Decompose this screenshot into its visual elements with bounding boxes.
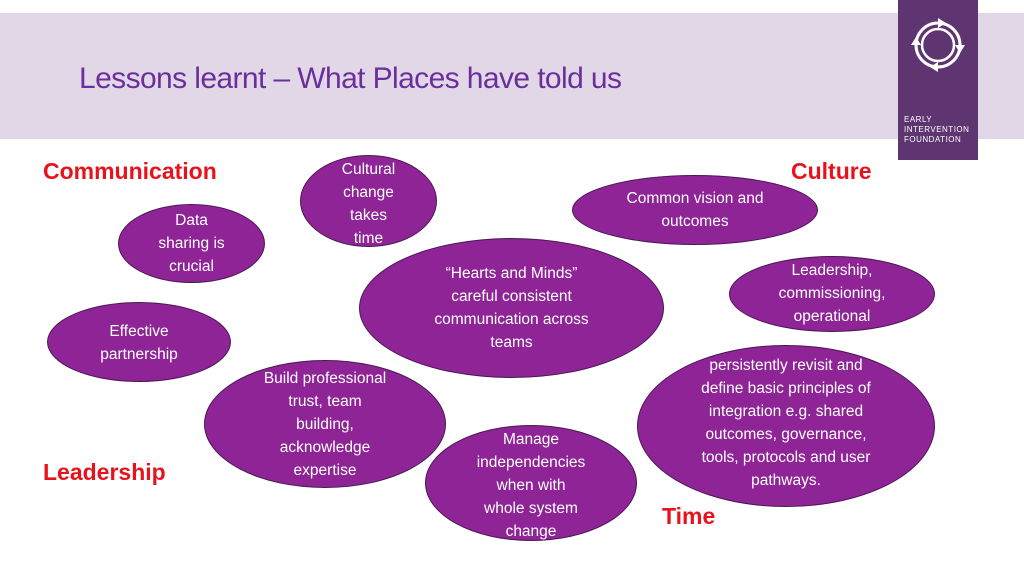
header-band bbox=[0, 13, 1024, 139]
category-time: Time bbox=[662, 503, 716, 529]
logo-line-foundation: FOUNDATION bbox=[904, 135, 962, 144]
bubble-cultural-change: Cultural change takes time bbox=[300, 155, 437, 247]
bubble-hearts-minds-text: “Hearts and Minds” careful consistent co… bbox=[434, 265, 589, 351]
bubble-persistently-revisit: persistently revisit and define basic pr… bbox=[637, 345, 935, 507]
bubble-manage-independencies: Manage independencies when with whole sy… bbox=[425, 425, 637, 541]
bubble-common-vision: Common vision and outcomes bbox=[572, 175, 818, 245]
logo-line-early: EARLY bbox=[904, 115, 933, 124]
circular-arrows-icon bbox=[911, 18, 965, 72]
bubble-data-sharing: Data sharing is crucial bbox=[118, 204, 265, 283]
category-leadership: Leadership bbox=[43, 459, 166, 485]
category-communication: Communication bbox=[43, 158, 217, 184]
bubble-persistently-revisit-text: persistently revisit and define basic pr… bbox=[701, 357, 871, 489]
bubble-common-vision-text: Common vision and outcomes bbox=[626, 190, 764, 230]
bubble-build-trust: Build professional trust, team building,… bbox=[204, 360, 446, 488]
bubble-manage-independencies-text: Manage independencies when with whole sy… bbox=[476, 431, 586, 540]
bubble-effective-partnership-text: Effective partnership bbox=[100, 323, 178, 363]
bubble-hearts-minds: “Hearts and Minds” careful consistent co… bbox=[359, 238, 664, 378]
bubble-cultural-change-text: Cultural change takes time bbox=[341, 161, 396, 247]
category-culture: Culture bbox=[791, 158, 872, 184]
bubble-leadership-levels: Leadership, commissioning, operational bbox=[729, 256, 935, 332]
eif-logo: EARLY INTERVENTION FOUNDATION bbox=[898, 0, 978, 160]
slide-title: Lessons learnt – What Places have told u… bbox=[79, 62, 622, 95]
bubble-data-sharing-text: Data sharing is crucial bbox=[158, 212, 225, 275]
logo-line-intervention: INTERVENTION bbox=[904, 125, 970, 134]
bubble-leadership-levels-text: Leadership, commissioning, operational bbox=[778, 262, 886, 325]
bubble-build-trust-text: Build professional trust, team building,… bbox=[263, 370, 387, 479]
bubble-effective-partnership: Effective partnership bbox=[47, 302, 231, 382]
logo-text: EARLY INTERVENTION FOUNDATION bbox=[904, 115, 976, 145]
